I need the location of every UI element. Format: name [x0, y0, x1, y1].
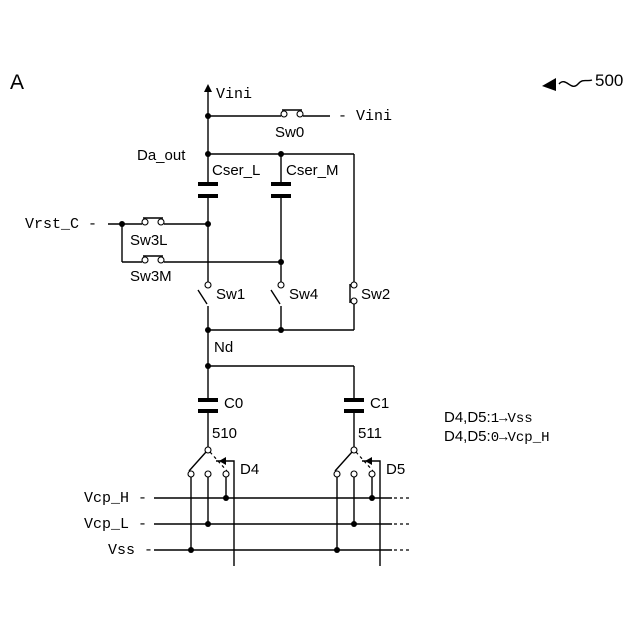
cser-m-label: Cser_M [286, 162, 339, 179]
node-vcp-h-511 [369, 495, 375, 501]
legend-line-2: D4,D5:0→Vcp_H [444, 428, 550, 446]
node-sw3m [278, 259, 284, 265]
node-vss-511 [334, 547, 340, 553]
vss-label: Vss - [108, 542, 153, 559]
node-vcp-l-510 [205, 521, 211, 527]
node-vcp-l-511 [351, 521, 357, 527]
sw0-switch [208, 110, 330, 117]
reference-number: 500 [595, 71, 623, 90]
selector-511-label: 511 [358, 425, 382, 442]
node-vini [205, 113, 211, 119]
sw3m-label: Sw3M [130, 268, 172, 285]
node-nd-sw4 [278, 327, 284, 333]
sw4-switch [271, 282, 284, 330]
sw2-switch [350, 282, 357, 330]
figure-label: A [10, 71, 24, 94]
vini-top-label: Vini [216, 86, 252, 103]
sw3l-label: Sw3L [130, 232, 168, 249]
vcp-h-label: Vcp_H - [84, 490, 147, 507]
d5-label: D5 [386, 461, 405, 478]
node-sw3l [205, 221, 211, 227]
vini-top-rail [204, 84, 212, 182]
node-da-out-2 [278, 151, 284, 157]
node-da-out [205, 151, 211, 157]
sw4-label: Sw4 [289, 286, 318, 303]
selector-510-label: 510 [212, 425, 237, 442]
sw1-label: Sw1 [216, 286, 245, 303]
sw0-label: Sw0 [275, 124, 304, 141]
node-vss-510 [188, 547, 194, 553]
selector-510 [188, 447, 234, 566]
sw1-switch [198, 282, 211, 330]
d4-label: D4 [240, 461, 259, 478]
sw2-label: Sw2 [361, 286, 390, 303]
selector-511 [334, 447, 380, 566]
node-vcp-h-510 [223, 495, 229, 501]
node-nd-2 [205, 363, 211, 369]
vini-right-label: - Vini [338, 108, 392, 125]
c0-label: C0 [224, 395, 243, 412]
node-nd [205, 327, 211, 333]
nd-label: Nd [214, 339, 233, 356]
cser-m-capacitor [271, 184, 291, 282]
legend-line-1: D4,D5:1→Vss [444, 409, 533, 427]
da-out-label: Da_out [137, 147, 186, 164]
cser-l-label: Cser_L [212, 162, 260, 179]
reference-arrow [542, 78, 592, 91]
cser-l-capacitor [198, 184, 218, 282]
c1-label: C1 [370, 395, 389, 412]
control-legend: D4,D5:1→Vss D4,D5:0→Vcp_H [444, 409, 550, 446]
vrst-c-label: Vrst_C - [25, 216, 97, 233]
vcp-l-label: Vcp_L - [84, 516, 147, 533]
